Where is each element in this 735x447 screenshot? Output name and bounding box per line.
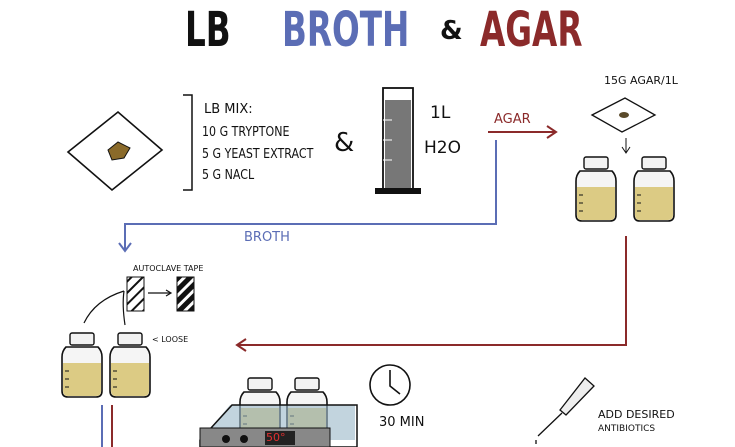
lb-mix-heading: LB MIX: (204, 102, 253, 117)
bracket (183, 94, 193, 191)
broth-bottle-2 (109, 332, 151, 398)
ingredient-yeast-extract: 5 g YEAST EXTRACT (202, 147, 314, 162)
ingredient-tryptone: 10 g TRYPTONE (202, 125, 290, 140)
agar-arrow-label: AGAR (494, 112, 531, 127)
agar-weigh-paper-icon (590, 97, 657, 154)
title-agar: AGAR (480, 2, 583, 58)
agar-bottle-1 (575, 156, 617, 222)
clock-icon (369, 364, 411, 406)
autoclave-tape-before (126, 276, 145, 312)
title-broth: BROTH (282, 2, 410, 58)
ingredient-nacl: 5 g NaCl (202, 168, 255, 183)
water-label: H2O (424, 138, 461, 158)
water-volume: 1L (430, 103, 451, 123)
agar-bottle-2 (633, 156, 675, 222)
autoclave-tape-label: AUTOCLAVE TAPE (133, 264, 204, 273)
agar-arrow (488, 125, 558, 139)
broth-bottle-1 (61, 332, 103, 398)
agar-amount: 15g AGAR/1L (604, 74, 678, 87)
graduated-cylinder-icon (375, 87, 421, 194)
title-ampersand: & (440, 16, 463, 46)
timer-label: 30 MIN (379, 415, 425, 430)
autoclave-tape-after (176, 276, 195, 312)
loose-cap-note: < LOOSE (152, 335, 189, 344)
broth-arrow-label: BROTH (244, 230, 290, 245)
agar-return-arrow (235, 236, 627, 352)
ingredients-ampersand: & (334, 128, 355, 158)
antibiotics-line2: ANTIBIOTICS (598, 424, 656, 434)
broth-arrow (118, 140, 497, 253)
tape-arrows (83, 289, 173, 326)
water-bath-icon (199, 377, 358, 447)
title-lb: LB (185, 2, 231, 58)
antibiotics-line1: ADD DESIRED (598, 408, 675, 421)
weigh-paper-icon (66, 110, 164, 192)
pipette-icon (535, 377, 595, 444)
water-bath-temperature: 50° (266, 431, 286, 444)
